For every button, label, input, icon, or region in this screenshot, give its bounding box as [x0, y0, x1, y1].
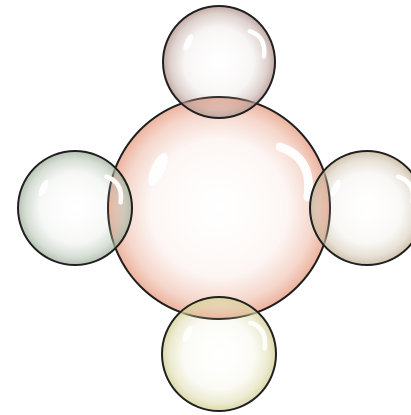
right-bubble: [310, 151, 411, 265]
bottom-bubble-circle: [162, 297, 276, 411]
bottom-bubble: [162, 297, 276, 411]
top-bubble: [163, 6, 275, 118]
top-bubble-circle: [163, 6, 275, 118]
left-bubble-circle: [18, 151, 132, 265]
right-bubble-circle: [310, 151, 411, 265]
center-bubble-circle: [108, 97, 330, 319]
center-bubble: [108, 97, 330, 319]
left-bubble: [18, 151, 132, 265]
